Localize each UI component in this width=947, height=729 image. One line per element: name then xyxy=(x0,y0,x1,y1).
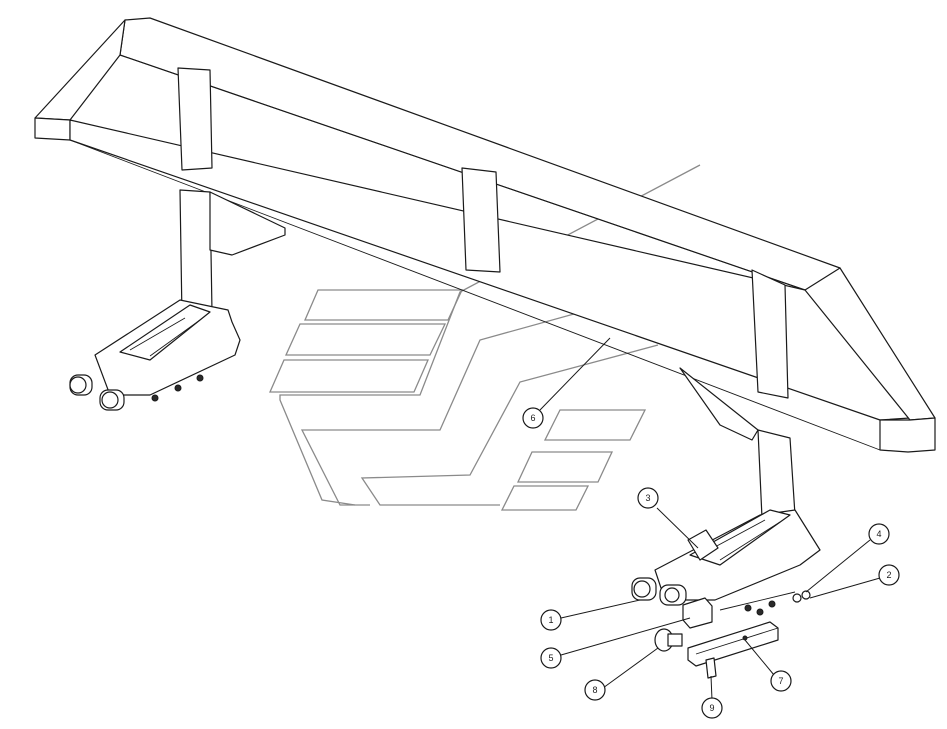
svg-text:4: 4 xyxy=(876,529,881,539)
leader-lines xyxy=(539,337,881,701)
callout-3: 3 xyxy=(637,487,659,509)
right-foot-assembly xyxy=(631,509,821,606)
left-foot-assembly xyxy=(69,299,241,411)
callout-7: 7 xyxy=(770,670,792,692)
callout-6: 6 xyxy=(522,407,544,429)
svg-text:7: 7 xyxy=(778,676,783,686)
callout-9: 9 xyxy=(701,697,723,719)
callout-1: 1 xyxy=(540,609,562,631)
callout-8: 8 xyxy=(584,679,606,701)
svg-text:5: 5 xyxy=(548,653,553,663)
watermark-logo xyxy=(269,164,701,511)
svg-text:9: 9 xyxy=(709,703,714,713)
svg-text:2: 2 xyxy=(886,570,891,580)
svg-text:3: 3 xyxy=(645,493,650,503)
upright-posts xyxy=(177,67,796,519)
svg-text:8: 8 xyxy=(592,685,597,695)
exploded-hardware xyxy=(654,590,811,679)
svg-text:6: 6 xyxy=(530,413,535,423)
callout-4: 4 xyxy=(868,523,890,545)
callout-2: 2 xyxy=(878,564,900,586)
svg-text:1: 1 xyxy=(548,615,553,625)
callout-5: 5 xyxy=(540,647,562,669)
